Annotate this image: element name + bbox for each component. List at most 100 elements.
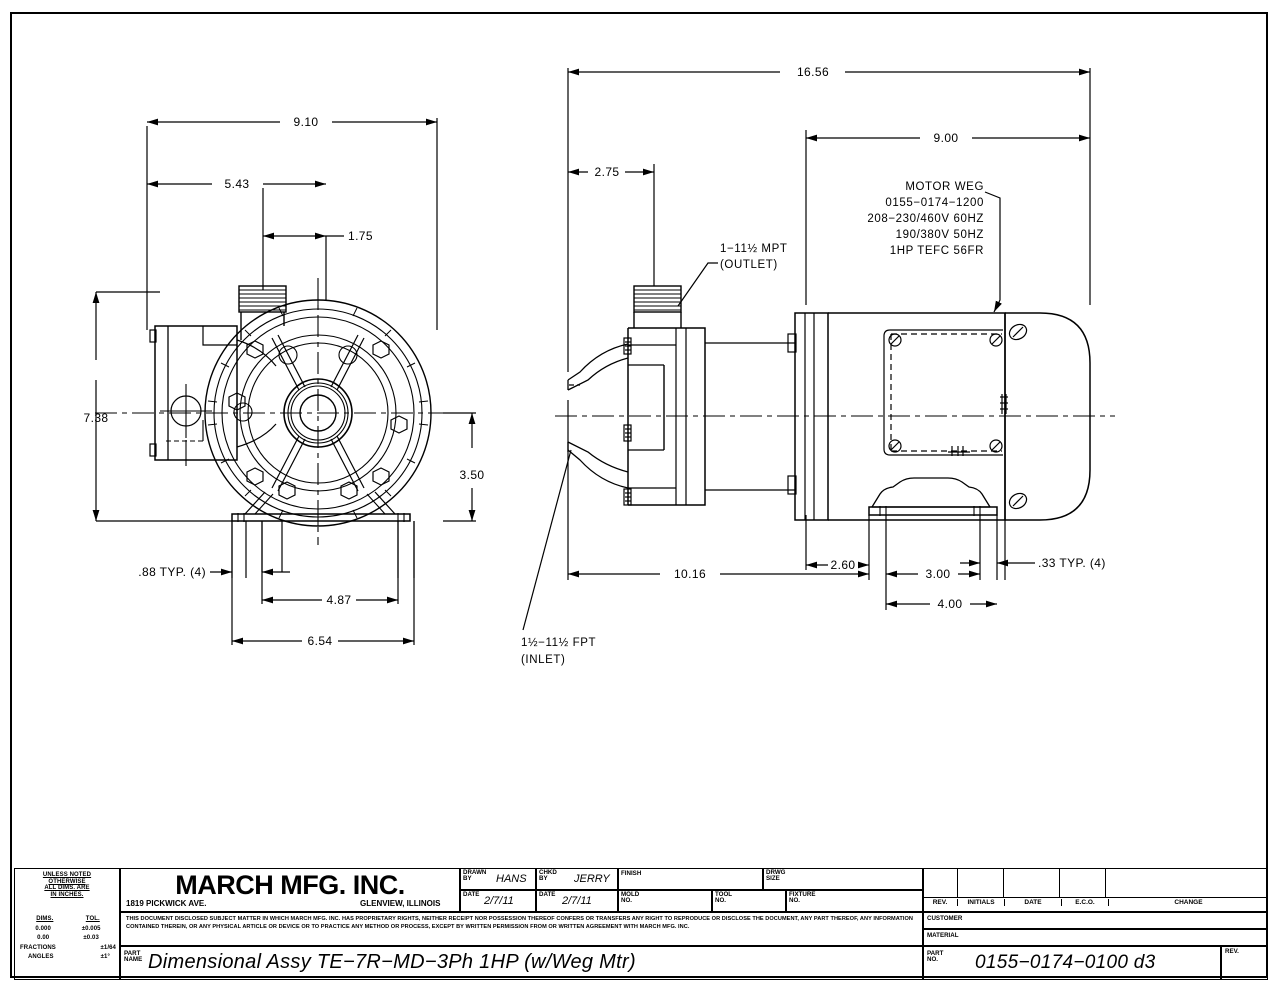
chkd-date-label: DATE — [539, 891, 556, 898]
sheet-border — [10, 12, 1268, 978]
tol-row1-tol: ±0.03 — [83, 935, 99, 942]
disclaimer-cell — [120, 912, 923, 946]
company-block — [120, 868, 460, 912]
tool-no-cell — [712, 890, 786, 912]
tol-row2-tol: ±1/64 — [100, 944, 116, 951]
rev-divider-4 — [1105, 868, 1107, 897]
tol-header-1: UNLESS NOTED — [42, 872, 92, 878]
dim-5-43: 5.43 — [225, 177, 250, 191]
mold-no-cell — [618, 890, 712, 912]
dim-1-75: 1.75 — [348, 229, 373, 243]
company-name: MARCH MFG. INC. — [175, 870, 405, 900]
rev-divider-2 — [1003, 868, 1005, 897]
chkd-date-value[interactable]: 2/7/11 — [562, 895, 592, 907]
callout-labels: 1−11½ MPT (OUTLET) 1½−11½ FPT (INLET) MO… — [521, 181, 984, 666]
inlet-callout-line1: 1½−11½ FPT — [521, 637, 596, 649]
dimension-labels: 9.10 5.43 1.75 7.38 3.50 .88 TYP. (4) 4.… — [84, 65, 1106, 648]
tol-header-4: IN INCHES. — [50, 891, 84, 898]
tol-row1-dim: 0.00 — [37, 935, 50, 942]
dim-3-50: 3.50 — [460, 468, 485, 482]
tol-row0-tol: ±0.005 — [81, 925, 101, 932]
dim-9-00: 9.00 — [934, 131, 959, 145]
rev-label: REV. — [1225, 948, 1239, 955]
rev-cell — [1221, 946, 1268, 980]
part-no-value[interactable]: 0155−0174−0100 d3 — [975, 952, 1156, 973]
tol-col-tol: TOL. — [85, 916, 100, 922]
dim-10-16: 10.16 — [674, 567, 706, 581]
tolerance-table: DIMS. TOL. 0.000 ±0.005 0.00 ±0.03 FRACT… — [20, 916, 116, 961]
rev-divider-1 — [957, 868, 959, 897]
finish-cell — [618, 868, 763, 890]
tol-header-2: OTHERWISE — [48, 878, 86, 885]
chkd-by-value[interactable]: JERRY — [574, 873, 610, 885]
tol-row2-dim: FRACTIONS — [20, 944, 56, 951]
fixture-no-cell — [786, 890, 923, 912]
part-no-cell — [923, 946, 1221, 980]
rev-divider-3 — [1059, 868, 1061, 897]
dim-6-54: 6.54 — [308, 634, 333, 648]
dim-4-87: 4.87 — [327, 593, 352, 607]
tolerance-block — [14, 868, 120, 980]
tolerance-header: UNLESS NOTED OTHERWISE ALL DIMS. ARE IN … — [20, 872, 114, 898]
rev-col-initials: INITIALS — [957, 899, 1004, 906]
chkd-date-cell — [536, 890, 618, 912]
dim-4-00: 4.00 — [938, 597, 963, 611]
customer-cell — [923, 912, 1268, 929]
front-view-dimensions — [92, 118, 476, 645]
motor-note-line1: MOTOR WEG — [905, 181, 984, 193]
customer-label: CUSTOMER — [927, 915, 963, 922]
revision-header-row — [923, 897, 1268, 912]
dim-2-75: 2.75 — [595, 165, 620, 179]
revision-headers: REV. INITIALS DATE E.C.O. CHANGE — [923, 899, 1268, 906]
outlet-callout-line1: 1−11½ MPT — [720, 243, 788, 255]
side-view-dimensions — [522, 68, 1091, 631]
dim-33-typ: .33 TYP. (4) — [1038, 556, 1106, 570]
part-name-value[interactable]: Dimensional Assy TE−7R−MD−3Ph 1HP (w/Weg… — [148, 951, 636, 973]
tol-col-dims: DIMS. — [36, 916, 54, 922]
material-cell — [923, 929, 1268, 946]
disclaimer-text: THIS DOCUMENT DISCLOSED SUBJECT MATTER I… — [126, 916, 913, 930]
rev-col-date: DATE — [1004, 899, 1061, 906]
rev-col-change: CHANGE — [1108, 899, 1268, 906]
rev-col-rev: REV. — [932, 899, 948, 906]
outlet-callout-line2: (OUTLET) — [720, 259, 778, 271]
motor-note-line5: 1HP TEFC 56FR — [890, 245, 984, 257]
company-city: GLENVIEW, ILLINOIS — [360, 899, 441, 908]
motor-note-line3: 208−230/460V 60HZ — [867, 213, 984, 225]
company-street: 1819 PICKWICK AVE. — [126, 899, 207, 908]
drawn-date-label: DATE — [463, 891, 480, 898]
finish-label: FINISH — [621, 870, 642, 877]
motor-note-line4: 190/380V 50HZ — [896, 229, 984, 241]
rev-col-eco: E.C.O. — [1061, 899, 1108, 906]
dim-16-56: 16.56 — [797, 65, 829, 79]
side-view-geometry — [555, 285, 1115, 521]
drawn-by-value[interactable]: HANS — [496, 873, 527, 885]
part-name-cell — [120, 946, 923, 980]
motor-note-line2: 0155−0174−1200 — [885, 197, 984, 209]
dim-3-00: 3.00 — [926, 567, 951, 581]
drawn-date-cell — [460, 890, 536, 912]
drawn-by-cell — [460, 868, 536, 890]
tol-row3-tol: ±1° — [100, 954, 110, 961]
inlet-callout-line2: (INLET) — [521, 654, 565, 666]
tol-row3-dim: ANGLES — [28, 954, 54, 961]
tol-header-3: ALL DIMS. ARE — [44, 885, 90, 892]
dim-7-38: 7.38 — [84, 411, 109, 425]
chkd-by-cell — [536, 868, 618, 890]
dim-9-10: 9.10 — [294, 115, 319, 129]
tol-row0-dim: 0.000 — [35, 925, 51, 932]
front-view-geometry — [95, 278, 443, 545]
drawn-date-value[interactable]: 2/7/11 — [484, 895, 514, 907]
dim-2-60: 2.60 — [831, 558, 856, 572]
material-label: MATERIAL — [927, 932, 959, 939]
dwg-size-cell — [763, 868, 923, 890]
